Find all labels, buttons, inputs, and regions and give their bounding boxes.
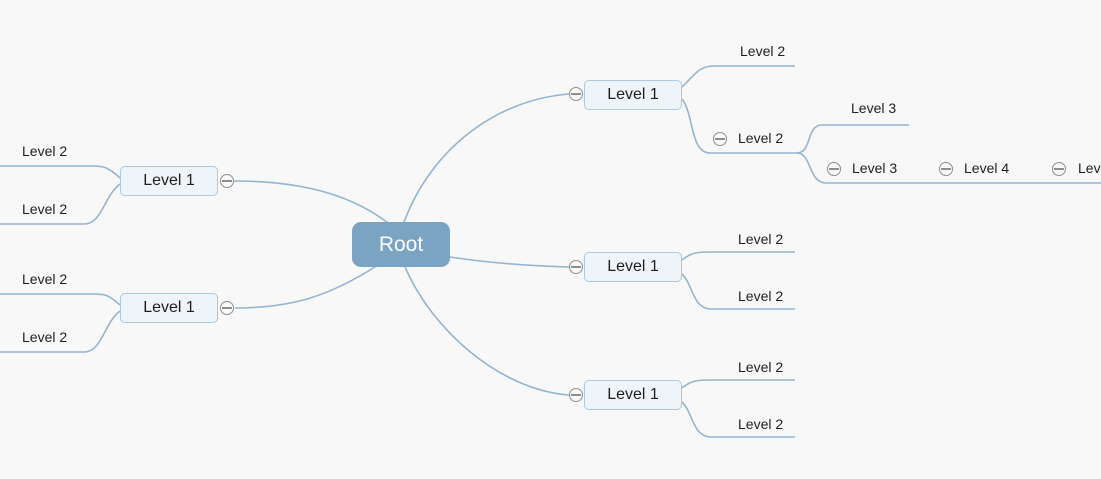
level1-node-right-top[interactable]: Level 1 xyxy=(584,80,682,110)
connector-root-to-right-1 xyxy=(403,93,570,223)
root-node[interactable]: Root xyxy=(352,222,450,267)
connector-l1-to-leaf xyxy=(0,293,121,306)
connector-l1-to-leaf xyxy=(681,379,795,389)
connector-l1-to-leaf xyxy=(681,251,795,261)
connector-l1-to-leaf xyxy=(0,165,121,179)
leaf-node-level2[interactable]: Level 2 xyxy=(22,329,68,345)
leaf-node-level4[interactable]: Level 4 xyxy=(964,160,1010,176)
collapse-icon[interactable] xyxy=(569,388,583,402)
leaf-node-level3[interactable]: Level 3 xyxy=(851,100,897,116)
leaf-node-level2[interactable]: Level 2 xyxy=(22,271,68,287)
leaf-node-level2[interactable]: Level 2 xyxy=(738,231,784,247)
connector-root-to-right-3 xyxy=(404,266,570,396)
leaf-node-level5[interactable]: Level 5 xyxy=(1078,160,1101,176)
connector-l2-to-leaf xyxy=(796,124,909,154)
collapse-icon[interactable] xyxy=(827,162,841,176)
collapse-icon[interactable] xyxy=(220,301,234,315)
level1-node-right-bottom[interactable]: Level 1 xyxy=(584,380,682,410)
connector-l1-to-leaf xyxy=(681,65,795,88)
level1-node-left-bottom[interactable]: Level 1 xyxy=(120,293,218,323)
connector-root-to-right-2 xyxy=(449,256,570,268)
leaf-node-level2[interactable]: Level 2 xyxy=(738,288,784,304)
collapse-icon[interactable] xyxy=(569,87,583,101)
collapse-icon[interactable] xyxy=(713,132,727,146)
level1-node-right-middle[interactable]: Level 1 xyxy=(584,252,682,282)
connector-root-to-left-1 xyxy=(233,180,389,224)
collapse-icon[interactable] xyxy=(220,174,234,188)
leaf-node-level2[interactable]: Level 2 xyxy=(22,201,68,217)
leaf-node-level3[interactable]: Level 3 xyxy=(852,160,898,176)
collapse-icon[interactable] xyxy=(1052,162,1066,176)
leaf-node-level2[interactable]: Level 2 xyxy=(738,416,784,432)
level1-node-left-top[interactable]: Level 1 xyxy=(120,166,218,196)
leaf-node-level2[interactable]: Level 2 xyxy=(738,359,784,375)
leaf-node-level2[interactable]: Level 2 xyxy=(22,143,68,159)
leaf-node-level2[interactable]: Level 2 xyxy=(738,130,784,146)
connector-root-to-left-2 xyxy=(234,264,379,309)
collapse-icon[interactable] xyxy=(939,162,953,176)
leaf-node-level2[interactable]: Level 2 xyxy=(740,43,786,59)
collapse-icon[interactable] xyxy=(569,260,583,274)
